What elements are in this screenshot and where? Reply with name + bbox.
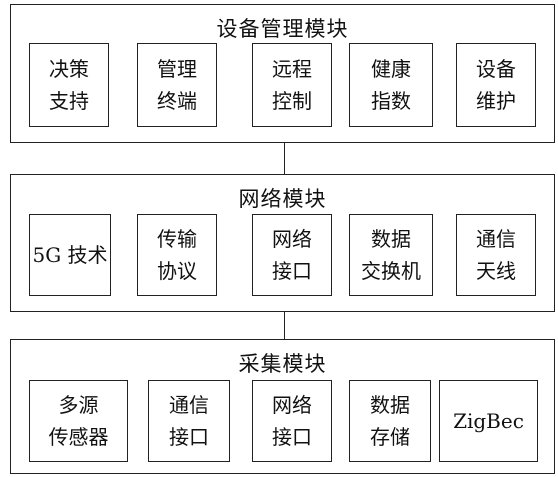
connector-line [284,143,285,174]
collection-module: 采集模块 多源 传感器 通信 接口 网络 接口 数据 存储 ZigBec [10,339,555,474]
module-item: 设备 维护 [456,43,536,127]
module-item: 传输 协议 [137,214,217,296]
module-title: 设备管理模块 [216,17,349,41]
module-item: 多源 传感器 [29,380,128,462]
module-item: 健康 指数 [349,43,433,127]
module-item: 数据 交换机 [349,214,433,296]
module-item: 5G 技术 [29,214,111,296]
module-item: 网络 接口 [252,214,332,296]
device-management-module: 设备管理模块 决策 支持 管理 终端 远程 控制 健康 指数 设备 维护 [10,4,555,143]
module-item: 通信 天线 [456,214,536,296]
connector-line [284,312,285,339]
module-item: 网络 接口 [252,380,332,462]
module-title: 采集模块 [238,352,327,376]
module-item: 远程 控制 [252,43,332,127]
module-item: 决策 支持 [29,43,109,127]
network-module: 网络模块 5G 技术 传输 协议 网络 接口 数据 交换机 通信 天线 [10,174,555,312]
module-item: 数据 存储 [349,380,431,462]
module-item: 通信 接口 [148,380,230,462]
module-title: 网络模块 [238,187,327,211]
module-item: 管理 终端 [137,43,217,127]
module-item: ZigBec [439,380,538,462]
